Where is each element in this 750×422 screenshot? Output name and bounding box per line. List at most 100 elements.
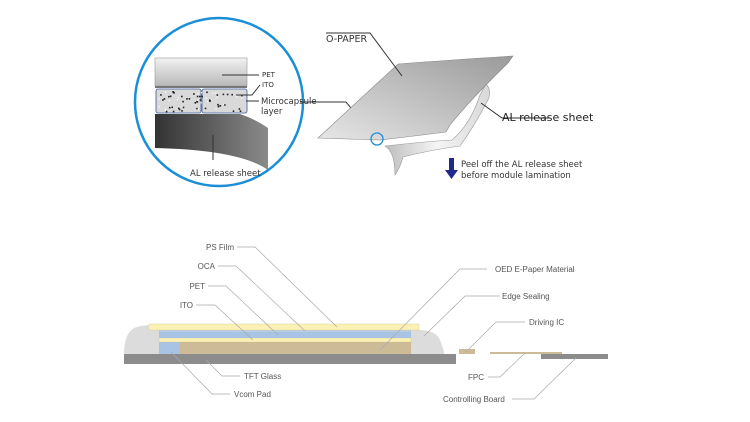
- microcapsule-particle: [201, 95, 203, 98]
- ito-layer: [158, 337, 412, 343]
- microcapsule-particle: [165, 91, 167, 93]
- microcapsule-particle: [168, 99, 170, 102]
- edge-sealing-left: [124, 325, 160, 354]
- leader-tft-glass: [205, 359, 240, 377]
- oca-layer: [159, 330, 411, 332]
- inset-label-microcapsule: Microcapsule: [261, 97, 317, 107]
- microcapsule-particle: [194, 102, 197, 104]
- leader-ito: [196, 304, 254, 341]
- module-cross-section: [124, 323, 608, 364]
- microcapsule-particle: [216, 96, 218, 98]
- inset-microcapsule-layer: [155, 88, 248, 114]
- inset-label-pet: PET: [262, 71, 276, 79]
- microcapsule-particle: [164, 108, 166, 110]
- vcom-pad: [159, 342, 180, 354]
- inset-label-layer: layer: [261, 107, 283, 117]
- leader-ps-film: [237, 246, 338, 328]
- leader-al-release-sheet: [480, 102, 550, 119]
- leader-vcom-pad: [170, 351, 230, 395]
- microcapsule-particle: [215, 92, 217, 94]
- microcapsule-particle: [209, 100, 211, 102]
- label-oca: OCA: [198, 262, 216, 271]
- microcapsule-particle: [232, 110, 235, 112]
- microcapsule-particle: [222, 93, 225, 96]
- edge-sealing-right: [410, 330, 444, 354]
- microcapsule-particle: [162, 99, 164, 101]
- label-al-release-sheet: AL release sheet: [502, 111, 594, 124]
- peel-note-line1: Peel off the AL release sheet: [461, 160, 583, 170]
- o-paper-illustration: [317, 55, 514, 176]
- leader-fpc: [488, 352, 526, 378]
- microcapsule-particle: [165, 110, 168, 113]
- microcapsule-particle: [169, 95, 172, 98]
- microcapsule-particle: [238, 108, 241, 110]
- label-driving-ic: Driving IC: [529, 318, 564, 327]
- pet-layer: [159, 332, 411, 338]
- microcapsule-particle: [181, 106, 183, 108]
- leader-pet: [208, 285, 279, 336]
- microcapsule-particle: [172, 91, 174, 93]
- microcapsule-particle: [197, 108, 199, 110]
- microcapsule-particle: [178, 108, 181, 111]
- microcapsule-particle: [216, 94, 219, 96]
- microcapsule-particle: [196, 107, 198, 110]
- leader-ito: [236, 84, 261, 96]
- microcapsule-particle: [168, 106, 171, 109]
- microcapsule-particle: [186, 98, 188, 100]
- driving-ic: [459, 349, 475, 354]
- inset-al-release-sheet: [155, 114, 268, 170]
- label-fpc: FPC: [468, 373, 484, 382]
- microcapsule-particle: [163, 98, 166, 100]
- leader-o-paper: [326, 32, 403, 77]
- label-controlling-board: Controlling Board: [443, 395, 505, 404]
- microcapsule-particle: [171, 106, 173, 109]
- leader-oed-material: [379, 268, 487, 351]
- peel-arrow-icon: [445, 158, 458, 179]
- microcapsule-particle: [181, 110, 183, 112]
- microcapsule-particle: [172, 110, 175, 113]
- microcapsule-particle: [158, 98, 160, 100]
- al-release-sheet-peel: [384, 83, 490, 176]
- microcapsule-particle: [178, 107, 180, 110]
- label-o-paper: O-PAPER: [326, 34, 368, 45]
- microcapsule-particle: [168, 95, 170, 98]
- microcapsule-particle: [204, 107, 207, 110]
- microcapsule-particle: [199, 99, 202, 101]
- inset-pet-layer: [154, 57, 248, 87]
- ps-film-layer: [148, 323, 420, 331]
- microcapsule-particle: [197, 99, 199, 101]
- oed-material-layer: [180, 342, 411, 354]
- microcapsule-particle: [182, 100, 184, 103]
- microcapsule-particle: [217, 105, 220, 108]
- label-oed-material: OED E-Paper Material: [495, 265, 575, 274]
- zoom-circle-marker: [370, 132, 384, 146]
- microcapsule-particle: [158, 106, 160, 108]
- microcapsule-particle: [205, 97, 207, 99]
- label-ito: ITO: [180, 301, 193, 310]
- leader-controlling-board: [512, 357, 577, 400]
- inset-label-ito: ITO: [262, 81, 274, 89]
- label-tft-glass: TFT Glass: [244, 372, 281, 381]
- microcapsule-particle: [231, 93, 233, 96]
- leader-edge-sealing: [423, 295, 500, 337]
- controlling-board: [541, 354, 608, 359]
- microcapsule-particle: [196, 100, 198, 103]
- microcapsule-particle: [181, 95, 183, 98]
- microcapsule-particle: [236, 96, 238, 98]
- label-ps-film: PS Film: [206, 243, 234, 252]
- inset-magnifier: PET ITO Microcapsule layer AL release sh…: [133, 16, 317, 188]
- microcapsule-particle: [217, 103, 219, 106]
- microcapsule-particle: [241, 94, 243, 97]
- microcapsule-particle: [178, 96, 180, 99]
- microcapsule-particle: [210, 99, 212, 101]
- microcapsule-particle: [206, 100, 208, 102]
- microcapsule-particle: [224, 104, 226, 106]
- microcapsule-particle: [241, 97, 243, 99]
- leader-driving-ic: [465, 321, 525, 353]
- microcapsule-particle: [160, 94, 162, 96]
- leader-oca: [218, 265, 306, 332]
- microcapsule-particle: [212, 92, 214, 94]
- microcapsule-particle: [176, 98, 178, 101]
- microcapsule-particle: [196, 95, 199, 98]
- fpc: [490, 352, 562, 354]
